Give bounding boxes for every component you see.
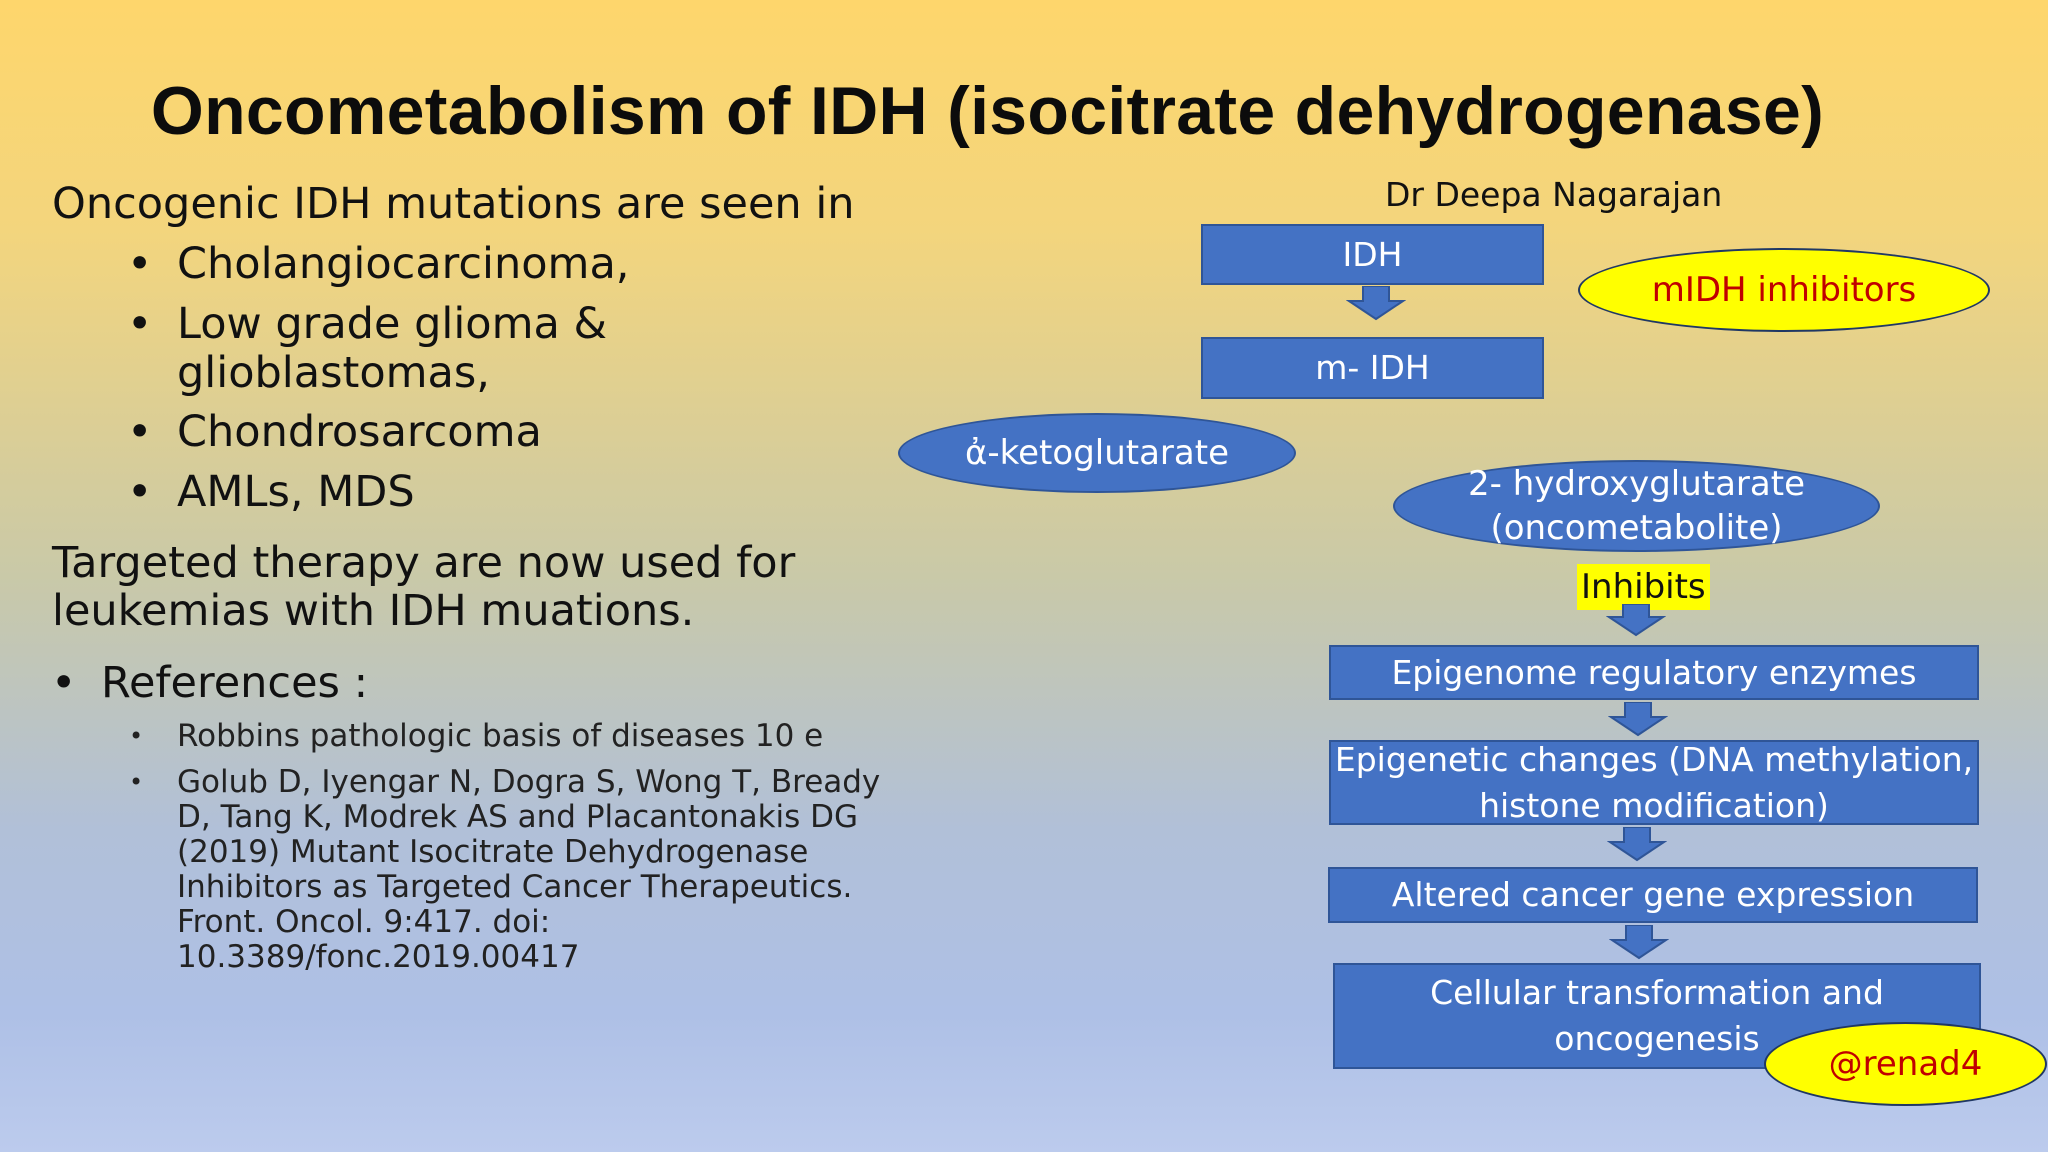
intro-text: Oncogenic IDH mutations are seen in xyxy=(52,179,855,229)
reference-line: D, Tang K, Modrek AS and Placantonakis D… xyxy=(177,799,859,835)
epigenetic-changes-line1: Epigenetic changes (DNA methylation, xyxy=(1334,739,1974,779)
reference-line: (2019) Mutant Isocitrate Dehydrogenase xyxy=(177,834,809,870)
epigenetic-changes-box: Epigenetic changes (DNA methylation, his… xyxy=(1329,740,1979,825)
references-label: References : xyxy=(101,658,369,708)
epigenome-enzymes-box: Epigenome regulatory enzymes xyxy=(1329,645,1979,700)
alpha-ketoglutarate-label: ἀ-ketoglutarate xyxy=(964,433,1229,473)
watermark-handle-label: @renad4 xyxy=(1828,1044,1983,1084)
references-heading: • References : xyxy=(51,658,369,708)
down-arrow-icon xyxy=(1608,702,1668,737)
watermark-handle-ellipse: @renad4 xyxy=(1764,1022,2047,1106)
bullet-dot-icon: • xyxy=(129,722,144,750)
bullet-text: glioblastomas, xyxy=(177,348,490,398)
reference-line: Golub D, Iyengar N, Dogra S, Wong T, Bre… xyxy=(177,764,881,800)
idh-box: IDH xyxy=(1201,224,1544,285)
bullet-dot-icon: • xyxy=(127,299,153,349)
reference-line: Front. Oncol. 9:417. doi: xyxy=(177,904,551,940)
hydroxyglutarate-label-line1: 2- hydroxyglutarate xyxy=(1468,464,1805,504)
bullet-item: • AMLs, MDS xyxy=(127,467,415,517)
bullet-item: • Chondrosarcoma xyxy=(127,407,542,457)
reference-line: Inhibitors as Targeted Cancer Therapeuti… xyxy=(177,869,853,905)
reference-item: • Golub D, Iyengar N, Dogra S, Wong T, B… xyxy=(129,764,881,975)
midh-inhibitors-ellipse: mIDH inhibitors xyxy=(1578,248,1990,332)
epigenome-enzymes-label: Epigenome regulatory enzymes xyxy=(1391,652,1917,692)
midh-inhibitors-label: mIDH inhibitors xyxy=(1651,270,1917,310)
bullet-dot-icon: • xyxy=(129,768,144,796)
cellular-transformation-line1: Cellular transformation and xyxy=(1430,973,1884,1012)
down-arrow-icon xyxy=(1609,925,1669,960)
bullet-item: • Cholangiocarcinoma, xyxy=(127,239,630,289)
targeted-therapy-line1: Targeted therapy are now used for xyxy=(52,538,796,588)
bullet-dot-icon: • xyxy=(127,407,153,457)
down-arrow-icon xyxy=(1607,827,1667,862)
idh-label: IDH xyxy=(1342,234,1403,274)
bullet-dot-icon: • xyxy=(127,239,153,289)
cellular-transformation-line2: oncogenesis xyxy=(1554,1019,1760,1058)
reference-text: Robbins pathologic basis of diseases 10 … xyxy=(177,718,824,754)
down-arrow-icon xyxy=(1346,286,1406,321)
bullet-dot-icon: • xyxy=(51,658,77,708)
altered-gene-expression-box: Altered cancer gene expression xyxy=(1328,867,1978,923)
author-name: Dr Deepa Nagarajan xyxy=(1385,175,1723,214)
hydroxyglutarate-ellipse: 2- hydroxyglutarate (oncometabolite) xyxy=(1393,460,1880,552)
slide-title: Oncometabolism of IDH (isocitrate dehydr… xyxy=(150,73,1825,149)
bullet-text: Cholangiocarcinoma, xyxy=(177,239,630,289)
hydroxyglutarate-label-line2: (oncometabolite) xyxy=(1490,508,1783,548)
targeted-therapy-line2: leukemias with IDH muations. xyxy=(52,586,695,636)
bullet-text: Chondrosarcoma xyxy=(177,407,542,457)
altered-gene-expression-label: Altered cancer gene expression xyxy=(1391,875,1915,914)
mutant-idh-box: m- IDH xyxy=(1201,337,1544,399)
down-arrow-icon xyxy=(1606,604,1666,637)
reference-line: 10.3389/fonc.2019.00417 xyxy=(177,939,580,975)
epigenetic-changes-line2: histone modification) xyxy=(1479,785,1829,825)
alpha-ketoglutarate-ellipse: ἀ-ketoglutarate xyxy=(898,413,1296,493)
bullet-text: Low grade glioma & xyxy=(177,299,608,349)
inhibits-label: Inhibits xyxy=(1577,564,1710,610)
bullet-dot-icon: • xyxy=(127,467,153,517)
reference-item: • Robbins pathologic basis of diseases 1… xyxy=(129,718,824,754)
bullet-continuation: glioblastomas, xyxy=(177,349,490,398)
bullet-item: • Low grade glioma & xyxy=(127,299,608,349)
bullet-text: AMLs, MDS xyxy=(177,467,415,517)
mutant-idh-label: m- IDH xyxy=(1315,348,1430,387)
